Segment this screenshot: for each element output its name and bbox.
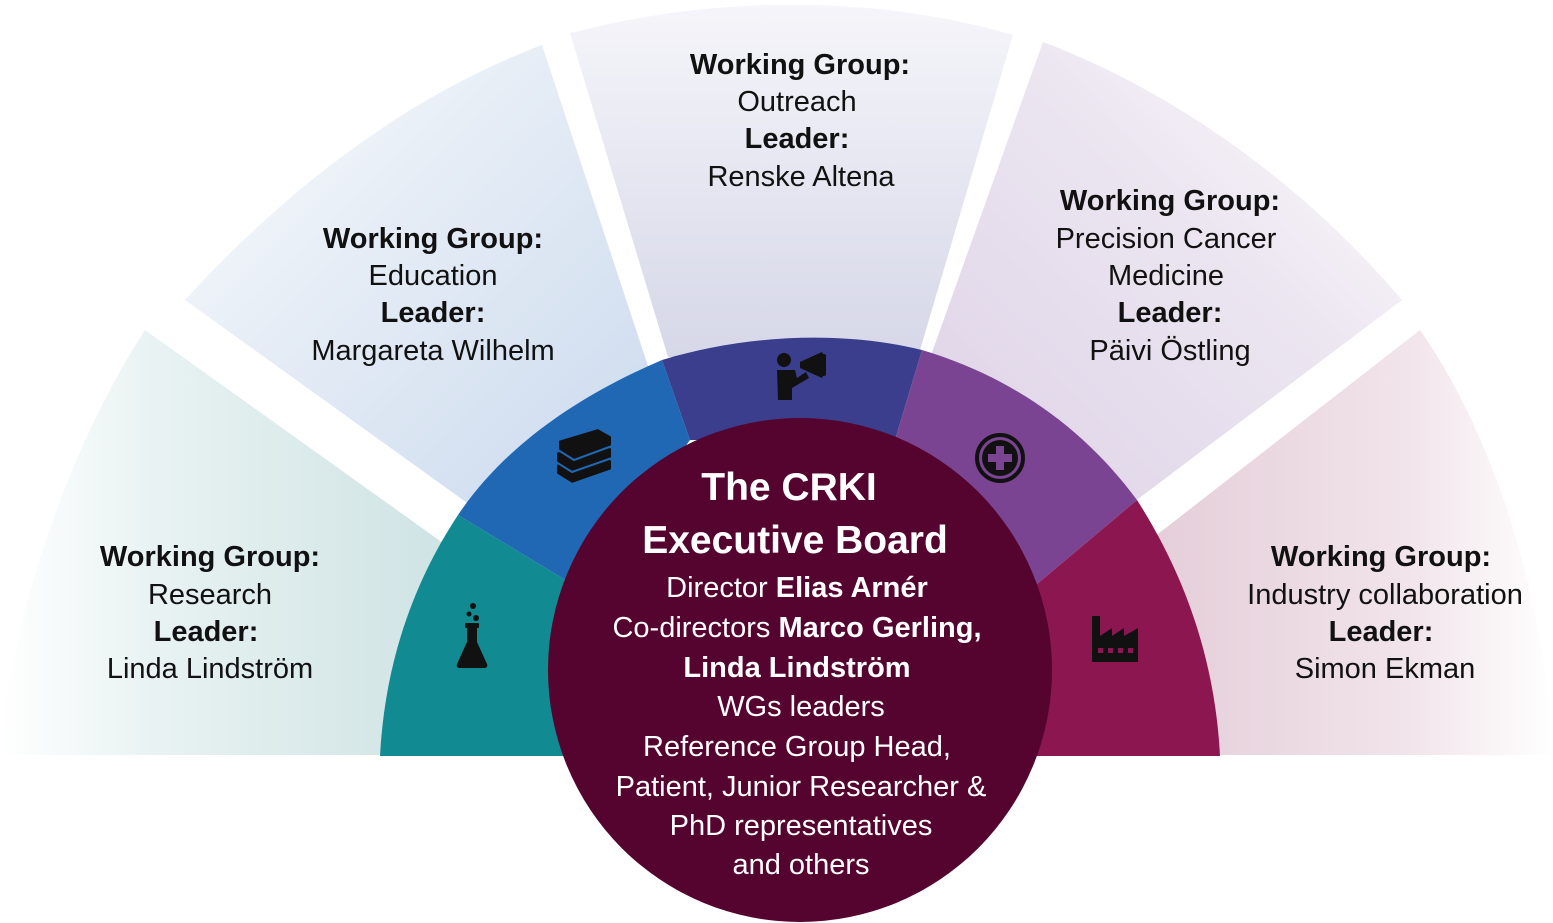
- wg-precision-name-line1: Precision Cancer: [1056, 223, 1277, 255]
- executive-board-circle: [548, 418, 1052, 922]
- wg-education-leader-label: Leader:: [381, 297, 486, 329]
- board-title-line2: Executive Board: [642, 519, 948, 562]
- wg-industry-leader: Simon Ekman: [1295, 653, 1476, 685]
- sector-research-outer: [0, 330, 450, 755]
- board-wg-leaders: WGs leaders: [717, 691, 885, 723]
- sector-precision-outer: [925, 42, 1402, 505]
- wg-industry-label: Working Group: Industry collaboration Le…: [1247, 541, 1523, 685]
- wg-education-heading: Working Group:: [323, 223, 543, 255]
- sector-education-outer: [185, 45, 650, 505]
- director-label: Director: [666, 572, 776, 604]
- wg-outreach-name: Outreach: [737, 86, 856, 118]
- wg-education-label: Working Group: Education Leader: Margare…: [311, 223, 554, 367]
- flask-icon: [456, 603, 488, 668]
- plus-circle-icon: [975, 433, 1025, 483]
- codirector-2: Linda Lindström: [683, 652, 910, 684]
- board-director-line: Director Elias Arnér: [666, 572, 928, 604]
- wg-precision-leader-label: Leader:: [1118, 297, 1223, 329]
- wg-outreach-label: Working Group: Outreach Leader: Renske A…: [690, 49, 910, 193]
- wg-precision-heading: Working Group:: [1060, 185, 1280, 217]
- codirectors-label: Co-directors: [612, 612, 778, 644]
- board-patient-line: Patient, Junior Researcher &: [616, 771, 987, 803]
- ring-precision: [895, 350, 1137, 590]
- wg-research-label: Working Group: Research Leader: Linda Li…: [100, 541, 320, 685]
- director-name: Elias Arnér: [776, 572, 928, 604]
- wg-research-leader: Linda Lindström: [107, 653, 313, 685]
- wg-precision-label: Working Group: Precision Cancer Medicine…: [1056, 185, 1281, 367]
- board-codirectors-line: Co-directors Marco Gerling,: [612, 612, 981, 644]
- wg-precision-leader: Päivi Östling: [1089, 335, 1250, 367]
- wg-education-leader: Margareta Wilhelm: [311, 335, 554, 367]
- wg-education-name: Education: [369, 260, 498, 292]
- wg-research-heading: Working Group:: [100, 541, 320, 573]
- board-phd-line: PhD representatives: [670, 810, 933, 842]
- books-icon: [555, 426, 613, 486]
- ring-research: [380, 515, 582, 756]
- ring-industry: [1030, 500, 1220, 756]
- wg-research-name: Research: [148, 579, 272, 611]
- board-others-line: and others: [732, 849, 869, 881]
- sector-outreach-outer: [570, 4, 1013, 358]
- board-reference-group: Reference Group Head,: [643, 731, 951, 763]
- sector-industry-outer: [1140, 330, 1553, 755]
- wg-outreach-heading: Working Group:: [690, 49, 910, 81]
- board-text: The CRKI Executive Board Director Elias …: [612, 466, 986, 881]
- wg-industry-name: Industry collaboration: [1247, 579, 1523, 611]
- wg-industry-leader-label: Leader:: [1329, 616, 1434, 648]
- board-title-line1: The CRKI: [701, 466, 877, 509]
- wg-outreach-leader-label: Leader:: [745, 123, 850, 155]
- outer-sectors: [0, 4, 1553, 755]
- codirector-1: Marco Gerling,: [778, 612, 981, 644]
- factory-icon: [1092, 616, 1138, 662]
- megaphone-person-icon: [777, 352, 826, 400]
- wg-industry-heading: Working Group:: [1271, 541, 1491, 573]
- wg-precision-name-line2: Medicine: [1108, 260, 1224, 292]
- wg-outreach-leader: Renske Altena: [707, 161, 895, 193]
- wg-research-leader-label: Leader:: [154, 616, 259, 648]
